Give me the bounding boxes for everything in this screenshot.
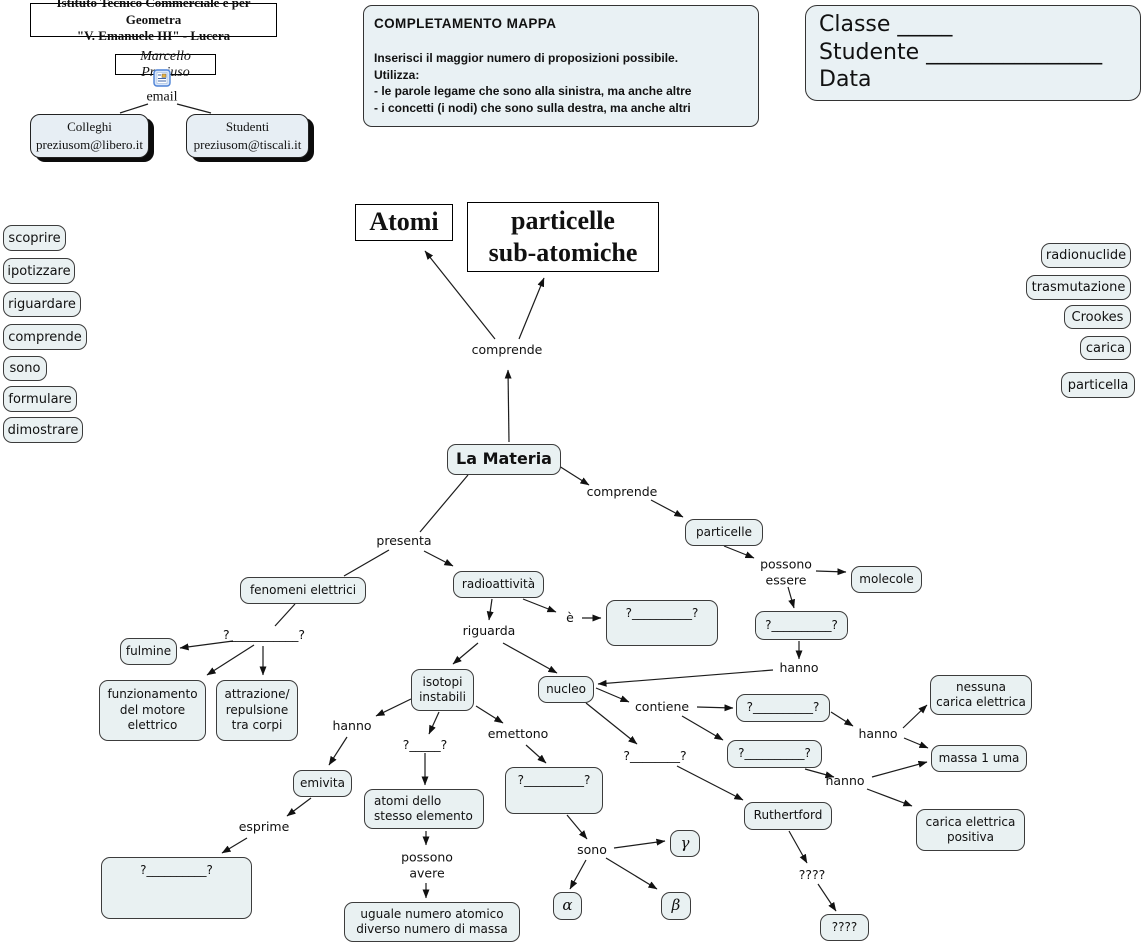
link-esprime[interactable]: esprime xyxy=(238,819,290,835)
link-contiene[interactable]: contiene xyxy=(634,699,690,715)
link-comprende[interactable]: comprende xyxy=(471,342,543,358)
word-bank-item[interactable]: sono xyxy=(3,356,47,381)
concept-fenomeni-elettrici[interactable]: fenomeni elettrici xyxy=(240,577,366,604)
students-email-node[interactable]: Studenti preziusom@tiscali.it xyxy=(186,114,309,158)
instructions-panel: COMPLETAMENTO MAPPA Inserisci il maggior… xyxy=(363,5,759,127)
link-presenta[interactable]: presenta xyxy=(376,533,432,549)
link-blank[interactable]: ???? xyxy=(798,867,826,883)
concept-radioattivita[interactable]: radioattività xyxy=(453,571,544,598)
concept-ruthertford[interactable]: Ruthertford xyxy=(744,802,832,830)
student-info-panel: Classe _____ Studente ________________ D… xyxy=(805,5,1141,101)
concept-blank[interactable]: ?__________? xyxy=(755,611,848,640)
concept-blank[interactable]: ???? xyxy=(820,914,869,941)
concept-atomi-stesso-elemento[interactable]: atomi dello stesso elemento xyxy=(364,789,484,829)
word-bank-item[interactable]: comprende xyxy=(3,324,87,350)
concept-massa-1-uma[interactable]: massa 1 uma xyxy=(931,745,1027,772)
link-e[interactable]: è xyxy=(566,610,574,626)
link-hanno[interactable]: hanno xyxy=(779,660,819,676)
concept-particelle-subatomiche[interactable]: particelle sub-atomiche xyxy=(467,202,659,272)
link-possono-essere[interactable]: possono essere xyxy=(760,556,812,587)
email-link-label: email xyxy=(146,89,178,105)
link-blank[interactable]: ?___________? xyxy=(222,627,306,643)
link-emettono[interactable]: emettono xyxy=(487,726,549,742)
concept-atomi[interactable]: Atomi xyxy=(355,204,453,241)
concept-blank[interactable]: ?__________? xyxy=(101,857,252,919)
link-hanno[interactable]: hanno xyxy=(825,773,865,789)
concept-blank[interactable]: ?__________? xyxy=(505,767,603,814)
link-blank[interactable]: ?________? xyxy=(623,748,687,764)
word-bank-item[interactable]: ipotizzare xyxy=(3,258,75,284)
classe-field[interactable]: Classe _____ xyxy=(819,12,953,37)
word-bank-item[interactable]: dimostrare xyxy=(3,417,83,443)
concept-gamma[interactable]: γ xyxy=(670,830,700,857)
concept-emivita[interactable]: emivita xyxy=(293,770,352,797)
concept-molecole[interactable]: molecole xyxy=(851,566,922,593)
concept-funzionamento-motore[interactable]: funzionamento del motore elettrico xyxy=(99,680,206,741)
concept-la-materia[interactable]: La Materia xyxy=(447,444,561,475)
link-possono-avere[interactable]: possono avere xyxy=(401,849,453,880)
studente-field[interactable]: Studente ________________ xyxy=(819,39,1103,65)
concept-blank[interactable]: ?__________? xyxy=(727,740,822,768)
link-sono[interactable]: sono xyxy=(577,842,607,858)
concept-blank[interactable]: ?__________? xyxy=(736,694,830,722)
link-hanno[interactable]: hanno xyxy=(332,718,372,734)
colleagues-email-node[interactable]: Colleghi preziusom@libero.it xyxy=(30,114,149,158)
concept-nucleo[interactable]: nucleo xyxy=(538,676,594,703)
word-bank-item[interactable]: particella xyxy=(1061,372,1135,398)
word-bank-item[interactable]: radionuclide xyxy=(1041,243,1131,268)
link-comprende[interactable]: comprende xyxy=(586,484,658,500)
instructions-title: COMPLETAMENTO MAPPA xyxy=(374,16,557,31)
concept-beta[interactable]: β xyxy=(661,892,691,920)
concept-blank[interactable]: ?__________? xyxy=(606,600,718,646)
word-bank-item[interactable]: trasmutazione xyxy=(1026,275,1131,300)
concept-fulmine[interactable]: fulmine xyxy=(120,638,177,665)
concept-nessuna-carica[interactable]: nessuna carica elettrica xyxy=(930,675,1032,715)
concept-carica-positiva[interactable]: carica elettrica positiva xyxy=(916,809,1025,851)
concept-isotopi-instabili[interactable]: isotopi instabili xyxy=(411,669,474,711)
concept-alpha[interactable]: α xyxy=(553,892,582,920)
word-bank-item[interactable]: scoprire xyxy=(3,225,66,251)
link-blank[interactable]: ?_____? xyxy=(402,737,448,753)
word-bank-item[interactable]: riguardare xyxy=(3,291,81,317)
word-bank-item[interactable]: carica xyxy=(1080,336,1131,360)
email-icon[interactable] xyxy=(153,69,171,87)
link-riguarda[interactable]: riguarda xyxy=(462,623,516,639)
link-hanno[interactable]: hanno xyxy=(858,726,898,742)
concept-uguale-numero[interactable]: uguale numero atomico diverso numero di … xyxy=(344,902,520,942)
word-bank-item[interactable]: formulare xyxy=(3,386,77,412)
instructions-line: - i concetti (i nodi) che sono sulla des… xyxy=(374,101,691,116)
instructions-line: Inserisci il maggior numero di proposizi… xyxy=(374,50,679,65)
instructions-line: Utilizza: xyxy=(374,67,420,82)
word-bank-item[interactable]: Crookes xyxy=(1064,305,1131,329)
institute-header: Istituto Tecnico Commerciale e per Geome… xyxy=(30,0,277,43)
concept-attrazione-repulsione[interactable]: attrazione/ repulsione tra corpi xyxy=(216,680,298,741)
data-field[interactable]: Data xyxy=(819,67,872,92)
concept-particelle[interactable]: particelle xyxy=(685,519,763,546)
instructions-line: - le parole legame che sono alla sinistr… xyxy=(374,84,692,99)
